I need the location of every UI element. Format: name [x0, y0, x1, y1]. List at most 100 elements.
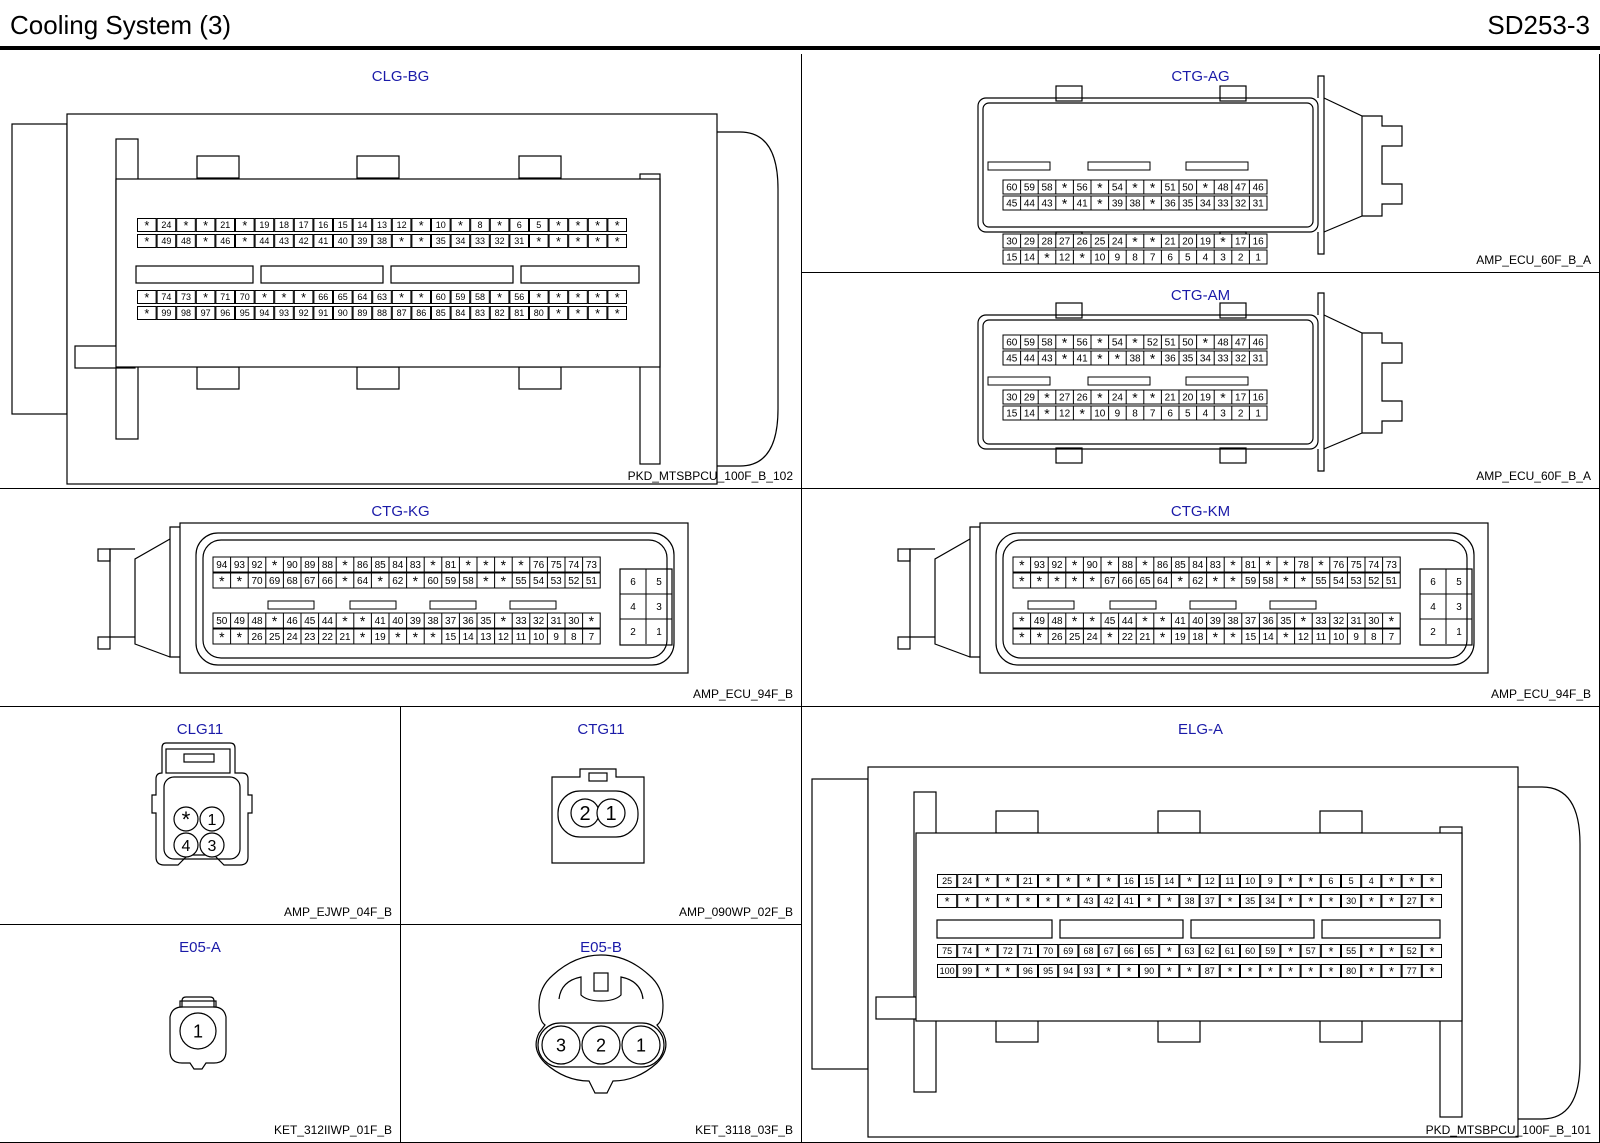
pin-label: 1 — [656, 627, 662, 638]
pin-label: * — [1409, 875, 1414, 889]
pin-label: 53 — [1351, 576, 1363, 587]
pin-3: 3 — [199, 832, 225, 858]
pin-label: 2 — [596, 1035, 606, 1055]
pin-label: 6 — [517, 220, 522, 230]
pin-unused: * — [176, 218, 196, 233]
pin-label: 11 — [1316, 632, 1327, 643]
pin-label: 41 — [1077, 199, 1089, 210]
pin-24: 24 — [1087, 632, 1099, 643]
pin-74: 74 — [568, 560, 580, 571]
pin-unused: * — [501, 613, 507, 629]
pin-33: 33 — [515, 616, 527, 627]
pin-label: 43 — [1041, 199, 1053, 210]
pin-label: 3 — [656, 602, 662, 613]
pin-label: 49 — [1034, 616, 1046, 627]
pin-78: 78 — [1298, 560, 1310, 571]
pin-label: * — [1142, 557, 1148, 573]
connector-e05-a: 1 — [169, 996, 227, 1070]
pin-label: 82 — [495, 308, 505, 318]
pin-11: 11 — [1316, 632, 1327, 643]
pin-label: 21 — [339, 632, 351, 643]
pin-unused: * — [1318, 557, 1324, 573]
pin-69: 69 — [1058, 944, 1079, 958]
pin-label: 14 — [357, 220, 367, 230]
pin-label: * — [342, 573, 348, 589]
pin-label: * — [1072, 557, 1078, 573]
pin-label: 32 — [533, 616, 545, 627]
pin-label: 26 — [1051, 632, 1063, 643]
pin-39: 39 — [1112, 199, 1124, 210]
pin-label: 84 — [455, 308, 465, 318]
pin-56: 56 — [1077, 183, 1089, 194]
pin-label: * — [342, 613, 348, 629]
pin-unused: * — [1401, 874, 1422, 889]
pin-27: 27 — [1059, 393, 1071, 404]
pin-label: 83 — [410, 560, 422, 571]
pin-unused: * — [1421, 894, 1442, 909]
pin-9: 9 — [1115, 253, 1121, 264]
pin-label: 45 — [1104, 616, 1116, 627]
pin-unused: * — [391, 234, 412, 249]
pin-label: * — [203, 291, 208, 305]
pin-label: * — [1147, 895, 1152, 909]
pin-22: 22 — [1122, 632, 1134, 643]
pin-34: 34 — [1260, 894, 1281, 908]
pin-unused: * — [548, 290, 569, 305]
pin-48: 48 — [251, 616, 263, 627]
pin-unused: * — [360, 613, 366, 629]
pin-label: * — [1389, 613, 1395, 629]
pin-label: 9 — [1353, 632, 1359, 643]
pin-unused: * — [235, 218, 255, 233]
pin-label: 58 — [463, 576, 475, 587]
pin-33: 33 — [1217, 354, 1229, 365]
pin-label: 38 — [427, 616, 439, 627]
pin-6: 6 — [1167, 409, 1173, 420]
pin-unused: * — [1098, 964, 1119, 979]
pin-15: 15 — [1139, 874, 1160, 888]
pin-label: 76 — [1333, 560, 1345, 571]
pin-label: 23 — [304, 632, 316, 643]
pin-26: 26 — [1077, 237, 1089, 248]
pin-35: 35 — [431, 234, 451, 248]
pin-10: 10 — [431, 218, 451, 232]
pin-5: 5 — [656, 577, 662, 588]
pin-label: * — [1072, 573, 1078, 589]
pin-label: 91 — [318, 308, 328, 318]
pin-label: * — [360, 629, 366, 645]
pin-label: * — [458, 219, 463, 233]
pin-label: * — [1089, 613, 1095, 629]
pin-label: * — [1062, 335, 1068, 351]
pin-unused: * — [272, 613, 278, 629]
pin-label: * — [242, 235, 247, 249]
pin-label: 21 — [1139, 632, 1151, 643]
pin-label: * — [1369, 945, 1374, 959]
pin-label: 58 — [475, 292, 485, 302]
connector-label: CLG11 — [176, 721, 224, 738]
pin-label: 12 — [1059, 253, 1071, 264]
pin-label: * — [576, 291, 581, 305]
pin-27: 27 — [1059, 237, 1071, 248]
pin-label: 12 — [397, 220, 407, 230]
pin-35: 35 — [1182, 354, 1194, 365]
pin-label: 3 — [1456, 602, 1462, 613]
pin-unused: * — [1213, 573, 1219, 589]
pin-80: 80 — [1341, 964, 1362, 978]
pin-label: * — [1318, 557, 1324, 573]
pin-label: * — [576, 307, 581, 321]
pin-unused: * — [1220, 234, 1226, 250]
pin-5: 5 — [1456, 577, 1462, 588]
pin-label: * — [1097, 180, 1103, 196]
pin-label: 47 — [1235, 338, 1247, 349]
pin-label: 5 — [1349, 876, 1354, 886]
pin-label: * — [219, 573, 225, 589]
pin-67: 67 — [1104, 576, 1116, 587]
pin-49: 49 — [234, 616, 246, 627]
pin-label: 64 — [357, 576, 369, 587]
pin-58: 58 — [1041, 338, 1053, 349]
pin-17: 17 — [1235, 393, 1247, 404]
pin-label: 16 — [1253, 393, 1265, 404]
pin-label: * — [1097, 390, 1103, 406]
pin-label: * — [1005, 965, 1010, 979]
pin-unused: * — [489, 218, 510, 233]
